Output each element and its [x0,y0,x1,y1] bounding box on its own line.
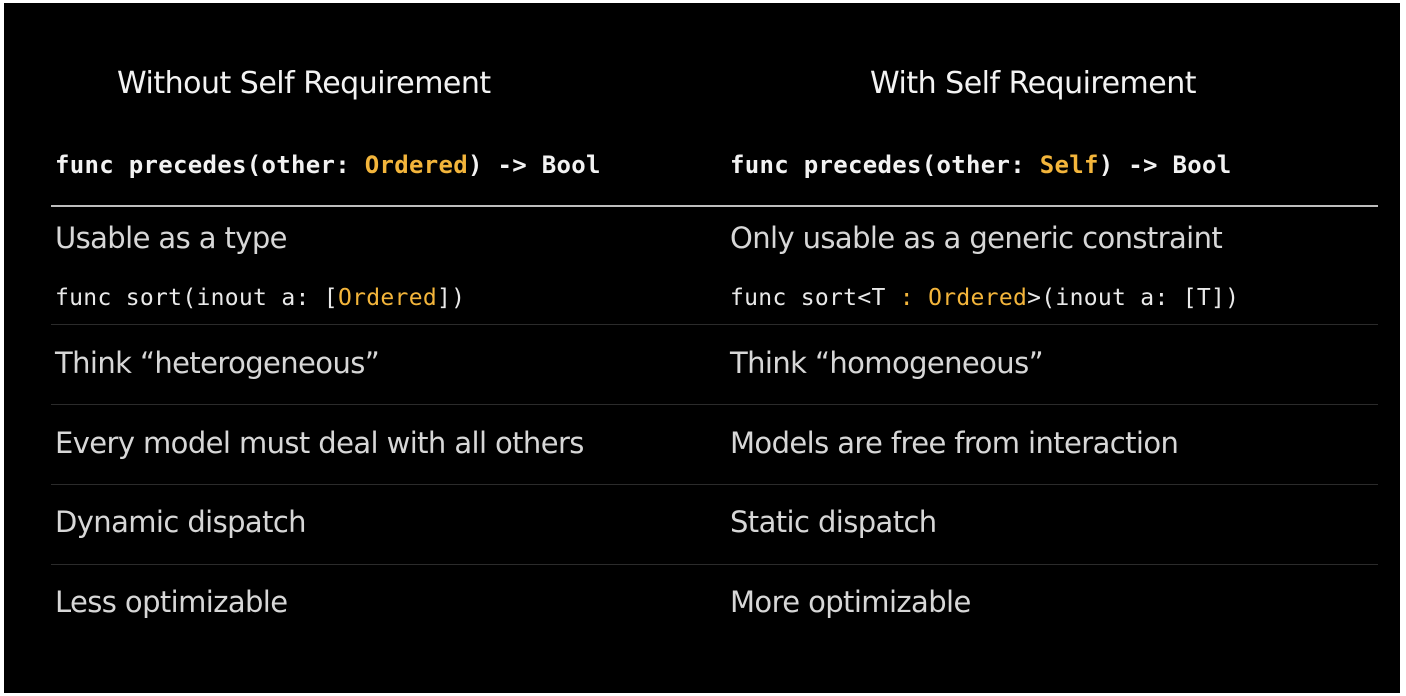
header-divider [51,205,1378,207]
row-5-left: Less optimizable [55,585,288,619]
row-3-left: Every model must deal with all others [55,426,584,460]
row-divider [51,564,1378,565]
right-column-header: With Self Requirement [870,66,1197,101]
left-sort-type: Ordered [337,285,437,311]
left-sort-prefix: func sort(inout a: [ [55,285,338,311]
right-signature-type: Self [1039,151,1099,179]
row-2-left: Think “heterogeneous” [55,346,380,380]
row-3-right: Models are free from interaction [730,426,1179,460]
right-sort-suffix: >(inout a: [T]) [1027,285,1240,311]
row-divider [51,404,1378,405]
left-signature: func precedes(other: Ordered) -> Bool [55,151,601,179]
row-1-right: Only usable as a generic constraint [730,221,1223,255]
right-signature-prefix: func precedes(other: [730,151,1040,179]
left-sort-code: func sort(inout a: [Ordered]) [55,285,465,311]
right-sort-type: Ordered [928,285,1028,311]
row-divider [51,484,1378,485]
left-sort-suffix: ]) [436,285,466,311]
row-4-left: Dynamic dispatch [55,505,307,539]
left-column-header: Without Self Requirement [117,66,491,101]
left-signature-type: Ordered [364,151,468,179]
row-divider [51,324,1378,325]
slide: Without Self Requirement func precedes(o… [4,3,1400,693]
left-signature-prefix: func precedes(other: [55,151,365,179]
row-4-right: Static dispatch [730,505,937,539]
row-5-right: More optimizable [730,585,971,619]
right-signature: func precedes(other: Self) -> Bool [730,151,1231,179]
left-signature-suffix: ) -> Bool [467,151,601,179]
row-2-right: Think “homogeneous” [730,346,1044,380]
row-1-left: Usable as a type [55,221,288,255]
right-sort-code: func sort<T : Ordered>(inout a: [T]) [730,285,1239,311]
right-sort-colon: : [899,285,914,311]
right-sort-prefix: func sort<T [730,285,900,311]
right-signature-suffix: ) -> Bool [1098,151,1232,179]
